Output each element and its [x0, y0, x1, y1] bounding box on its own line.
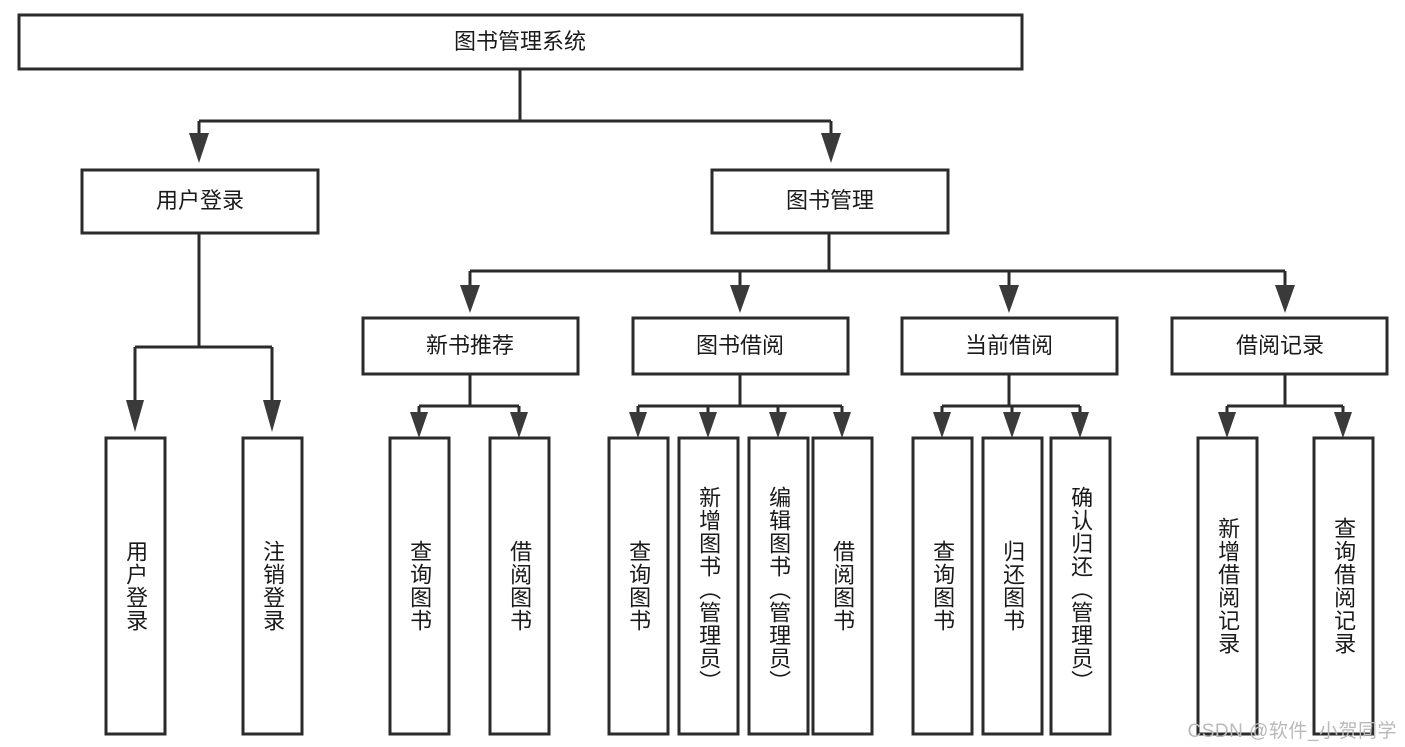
arrow-head-book-manage [821, 133, 841, 163]
node-new-book-rec-label: 新书推荐 [426, 333, 514, 358]
leaf-label-nbr-query-book: 查询图书 [407, 540, 433, 632]
leaf-label-wrap-bb-edit-book: 编辑图书（管理员） [749, 438, 808, 734]
connector-group-current-borrow [933, 374, 1089, 438]
leaf-box-cb-return-book[interactable] [981, 436, 1044, 736]
leaf-box-logout[interactable] [241, 436, 304, 736]
arrow-head-book-borrow [730, 285, 750, 313]
arrow-head-bb-edit-book [769, 412, 787, 438]
connector-group-borrow-record [1218, 374, 1352, 438]
node-root[interactable]: 图书管理系统 [17, 13, 1024, 71]
leaf-box-cb-query-book[interactable] [911, 436, 974, 736]
leaf-label-wrap-nbr-borrow-book: 借阅图书 [490, 438, 549, 734]
node-root-box[interactable] [17, 13, 1024, 71]
leaf-label-wrap-cb-return-book: 归还图书 [983, 438, 1042, 734]
node-book-borrow[interactable]: 图书借阅 [631, 316, 850, 376]
leaf-box-user-login[interactable] [104, 436, 167, 736]
arrow-head-cb-confirm-return [1071, 412, 1089, 438]
leaf-box-bb-add-book[interactable] [677, 436, 740, 736]
arrow-head-borrow-record [1275, 285, 1295, 313]
leaf-label-user-login: 用户登录 [123, 540, 149, 632]
leaf-label-wrap-bb-borrow-book: 借阅图书 [813, 438, 872, 734]
leaf-label-bb-add-book: 新增图书（管理员） [696, 485, 722, 693]
node-user-login[interactable]: 用户登录 [80, 168, 320, 235]
leaf-label-wrap-cb-confirm: 确认归还（管理员） [1051, 438, 1110, 734]
leaf-box-nbr-query-book[interactable] [388, 436, 451, 736]
arrow-head-leaf-logout [263, 400, 281, 432]
node-borrow-record[interactable]: 借阅记录 [1170, 316, 1389, 376]
leaf-label-br-add-record: 新增借阅记录 [1215, 517, 1241, 655]
connector-group-root [189, 69, 841, 163]
connector-group-user-login [126, 233, 281, 432]
leaf-label-wrap-bb-query-book: 查询图书 [609, 438, 668, 734]
node-new-book-rec[interactable]: 新书推荐 [361, 316, 580, 376]
connector-group-book-borrow [629, 374, 851, 438]
leaf-label-bb-edit-book: 编辑图书（管理员） [766, 485, 792, 693]
node-book-manage-label: 图书管理 [786, 188, 874, 213]
node-book-borrow-label: 图书借阅 [696, 333, 784, 358]
leaf-box-bb-borrow-book[interactable] [811, 436, 874, 736]
leaf-box-cb-confirm[interactable] [1049, 436, 1112, 736]
leaf-label-cb-confirm: 确认归还（管理员） [1068, 485, 1094, 693]
leaf-label-wrap-br-add-record: 新增借阅记录 [1198, 438, 1257, 734]
leaf-label-cb-return-book: 归还图书 [1000, 540, 1026, 632]
arrow-head-br-query-record [1334, 412, 1352, 438]
leaf-label-bb-borrow-book: 借阅图书 [830, 540, 856, 632]
node-book-borrow-box[interactable] [631, 316, 850, 376]
arrow-head-bb-borrow-book [833, 412, 851, 438]
leaf-label-wrap-cb-query-book: 查询图书 [913, 438, 972, 734]
connector-group-book-manage [460, 233, 1295, 313]
leaf-box-br-add-record[interactable] [1196, 436, 1259, 736]
leaf-box-nbr-borrow-book[interactable] [488, 436, 551, 736]
arrow-head-nbr-query-book [410, 412, 428, 438]
node-user-login-box[interactable] [80, 168, 320, 235]
leaf-box-bb-query-book[interactable] [607, 436, 670, 736]
arrow-head-leaf-user-login [126, 400, 144, 432]
node-borrow-record-label: 借阅记录 [1236, 333, 1324, 358]
arrow-head-new-book-rec [460, 285, 480, 313]
leaf-label-br-query-record: 查询借阅记录 [1331, 517, 1357, 655]
leaf-label-wrap-bb-add-book: 新增图书（管理员） [679, 438, 738, 734]
connector-group-new-book-rec [410, 374, 528, 438]
arrow-head-cb-return-book [1003, 412, 1021, 438]
leaf-box-bb-edit-book[interactable] [747, 436, 810, 736]
leaf-label-bb-query-book: 查询图书 [626, 540, 652, 632]
node-current-borrow[interactable]: 当前借阅 [900, 316, 1119, 376]
node-book-manage[interactable]: 图书管理 [710, 168, 950, 235]
leaf-label-wrap-user-login: 用户登录 [106, 438, 165, 734]
arrow-head-nbr-borrow-book [510, 412, 528, 438]
node-current-borrow-box[interactable] [900, 316, 1119, 376]
leaf-label-logout: 注销登录 [260, 540, 286, 632]
node-root-label: 图书管理系统 [454, 29, 586, 54]
node-current-borrow-label: 当前借阅 [965, 333, 1053, 358]
leaf-label-wrap-nbr-query-book: 查询图书 [390, 438, 449, 734]
leaf-box-br-query-record[interactable] [1312, 436, 1375, 736]
arrow-head-user-login [189, 133, 209, 163]
arrow-head-current-borrow [999, 285, 1019, 313]
leaf-label-wrap-logout: 注销登录 [243, 438, 302, 734]
arrow-head-bb-add-book [699, 412, 717, 438]
arrow-head-br-add-record [1218, 412, 1236, 438]
leaf-label-cb-query-book: 查询图书 [930, 540, 956, 632]
watermark-text: CSDN @软件_小贺同学 [1187, 721, 1397, 742]
leaf-label-nbr-borrow-book: 借阅图书 [507, 540, 533, 632]
node-user-login-label: 用户登录 [156, 188, 244, 213]
leaf-boxes [104, 436, 1375, 736]
node-borrow-record-box[interactable] [1170, 316, 1389, 376]
arrow-head-cb-query-book [933, 412, 951, 438]
arrow-head-bb-query-book [629, 412, 647, 438]
node-new-book-rec-box[interactable] [361, 316, 580, 376]
node-book-manage-box[interactable] [710, 168, 950, 235]
leaf-label-wrap-br-query-record: 查询借阅记录 [1314, 438, 1373, 734]
